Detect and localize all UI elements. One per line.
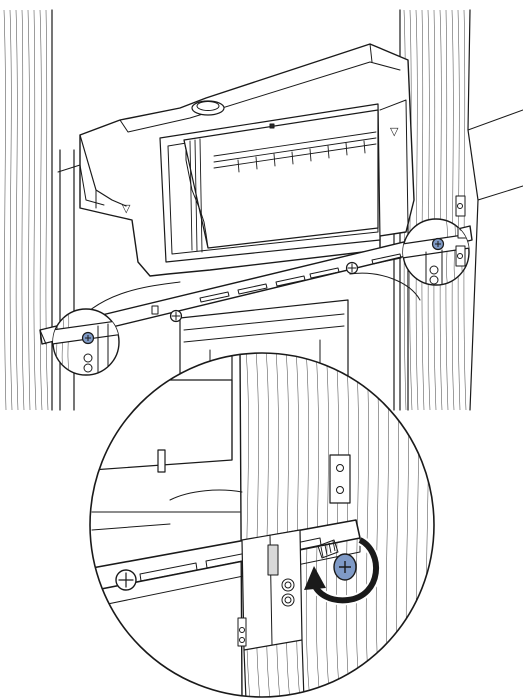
flush-plate-insert: ▽ ▽ — [122, 109, 399, 253]
left-wall-stud — [3, 9, 53, 411]
horizontal-rail — [39, 225, 473, 345]
detail-magnifier — [89, 352, 435, 698]
rail-screw-left — [169, 309, 183, 323]
rail-screw-mid — [345, 261, 359, 275]
detail-rail-screw-left — [115, 569, 137, 591]
left-anchor-screw — [81, 331, 95, 345]
orientation-mark-right: ▽ — [390, 125, 399, 138]
right-screw-callout — [402, 218, 470, 286]
right-wall-bracket — [455, 195, 466, 267]
detail-slot — [157, 449, 166, 473]
detail-wall-plate — [329, 454, 351, 504]
left-screw-callout — [52, 308, 120, 376]
clip-marker — [269, 123, 275, 129]
orientation-mark-left: ▽ — [122, 202, 131, 215]
detail-anchor-screw — [317, 539, 357, 581]
right-anchor-screw — [431, 237, 445, 251]
detail-upright-bracket — [237, 529, 305, 697]
rotate-arrow-icon — [304, 535, 382, 606]
